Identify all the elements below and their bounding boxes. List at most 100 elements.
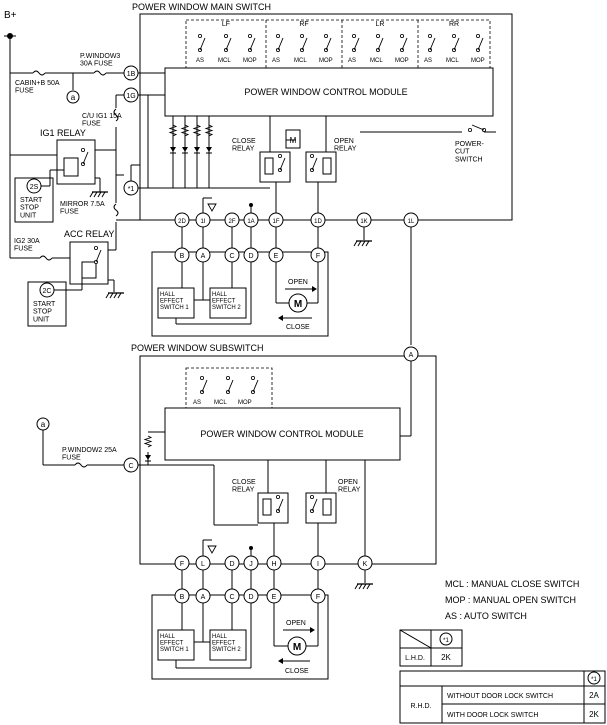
main-switch-title: POWER WINDOW MAIN SWITCH: [132, 2, 271, 12]
rf-mcl-label: MCL: [294, 58, 307, 64]
rr-mop-label: MOP: [471, 58, 485, 64]
ground-triangle-sub: [207, 545, 217, 554]
front-open-label: OPEN: [288, 279, 308, 286]
main-control-module-label: POWER WINDOW CONTROL MODULE: [244, 87, 407, 97]
rhd-row2-label: WITH DOOR LOCK SWITCH: [447, 712, 538, 719]
rhd-table: *1 R.H.D. WITHOUT DOOR LOCK SWITCH 2A WI…: [399, 670, 606, 724]
sub-mcl-label: MCL: [214, 400, 227, 406]
lr-as-label: AS: [348, 58, 356, 64]
sub-switch-contacts: [199, 375, 259, 395]
front-close-arrowhead: [278, 315, 283, 321]
legend-as: AS : AUTO SWITCH: [445, 611, 527, 621]
front-hall-switch-1: [157, 287, 195, 319]
rr-mcl-label: MCL: [446, 58, 459, 64]
fm-terminal-f: F: [316, 253, 320, 260]
connector-A-label: A: [409, 352, 414, 359]
sub-control-module: [164, 407, 401, 461]
group-lr-label: LR: [376, 21, 385, 28]
sub-as-label: AS: [193, 400, 201, 406]
terminal-2s-label: 2S: [30, 184, 39, 191]
lf-mcl-label: MCL: [218, 58, 231, 64]
connector-a-top-label: a: [71, 93, 76, 102]
ground-sub-k: [354, 583, 374, 590]
terminal-1d-label: 1D: [314, 219, 322, 225]
power-source-label: B+: [4, 10, 17, 21]
fm-terminal-c: C: [229, 253, 234, 260]
subswitch-title: POWER WINDOW SUBSWITCH: [131, 343, 264, 353]
fm-terminal-e: E: [274, 253, 279, 260]
rear-open-label: OPEN: [286, 620, 306, 627]
sub-terminal-l: L: [201, 561, 205, 568]
fm-terminal-b: B: [180, 253, 185, 260]
power-cut-switch: [467, 124, 487, 133]
main-resistor-array: [169, 116, 213, 188]
sub-terminal-d: D: [229, 561, 234, 568]
connector-a-bottom-label: a: [41, 420, 46, 429]
sub-mop-label: MOP: [238, 400, 252, 406]
rear-motor-letter: M: [293, 642, 301, 653]
rf-mop-label: MOP: [319, 58, 333, 64]
terminal-1b-label: 1B: [127, 71, 136, 78]
lhd-header: *1: [443, 638, 449, 644]
rr-as-label: AS: [424, 58, 432, 64]
front-motor-enclosure: [151, 251, 329, 337]
rear-open-arrowhead: [310, 627, 315, 633]
legend-mop: MOP : MANUAL OPEN SWITCH: [445, 595, 576, 605]
rm-terminal-a: A: [201, 594, 206, 601]
sub-close-relay-coil: [262, 498, 272, 516]
connector-star1-label: *1: [128, 186, 135, 193]
ground-1k: [353, 240, 373, 247]
subswitch-enclosure: [139, 355, 437, 565]
lhd-value: 2K: [441, 653, 451, 662]
terminal-1g-label: 1G: [126, 93, 135, 100]
rhd-row1-value: 2A: [589, 691, 599, 700]
terminal-1k-label: 1K: [360, 219, 367, 225]
main-bottom-terminals: 2D 1I 2F 1A 1F 1D 1K 1L: [174, 212, 419, 228]
sub-resistor: [144, 435, 152, 448]
terminal-2f-label: 2F: [228, 219, 235, 225]
rear-motor-terminals: B A C D E F: [174, 588, 326, 604]
sub-switch-array: [185, 367, 273, 409]
mirror-fuse-symbol: [113, 203, 119, 217]
rm-terminal-b: B: [180, 594, 185, 601]
motor-symbol-main: [285, 129, 301, 149]
ground-acc: [105, 292, 125, 299]
main-switch-labels: AS MCL MOP AS MCL MOP AS MCL MOP AS MCL …: [196, 58, 485, 64]
front-hall-switch-2: [209, 287, 247, 319]
sub-open-relay-coil: [322, 498, 332, 516]
terminal-1l-label: 1L: [408, 219, 415, 225]
sub-terminal-h: H: [271, 561, 276, 568]
rm-terminal-f: F: [316, 594, 320, 601]
acc-relay-box: [69, 241, 109, 285]
main-switch-array: [185, 19, 491, 69]
main-switch-enclosure: [139, 13, 513, 221]
ig2-fuse-symbol: [39, 255, 53, 261]
lhd-row-label: L.H.D.: [405, 655, 425, 662]
sub-control-module-label: POWER WINDOW CONTROL MODULE: [200, 429, 363, 439]
lf-mop-label: MOP: [243, 58, 257, 64]
connector-C-label: C: [128, 463, 133, 470]
legend-mcl: MCL : MANUAL CLOSE SWITCH: [445, 579, 579, 589]
rear-close-label: CLOSE: [285, 668, 309, 675]
lf-as-label: AS: [196, 58, 204, 64]
fm-terminal-a: A: [201, 253, 206, 260]
rhd-group-label: R.H.D.: [411, 703, 432, 710]
group-rf-label: RF: [299, 21, 308, 28]
ground-ig1: [89, 191, 109, 198]
rm-terminal-c: C: [229, 594, 234, 601]
terminal-1f-label: 1F: [272, 219, 279, 225]
rhd-row2-value: 2K: [589, 710, 599, 719]
rhd-row1-label: WITHOUT DOOR LOCK SWITCH: [447, 693, 553, 700]
